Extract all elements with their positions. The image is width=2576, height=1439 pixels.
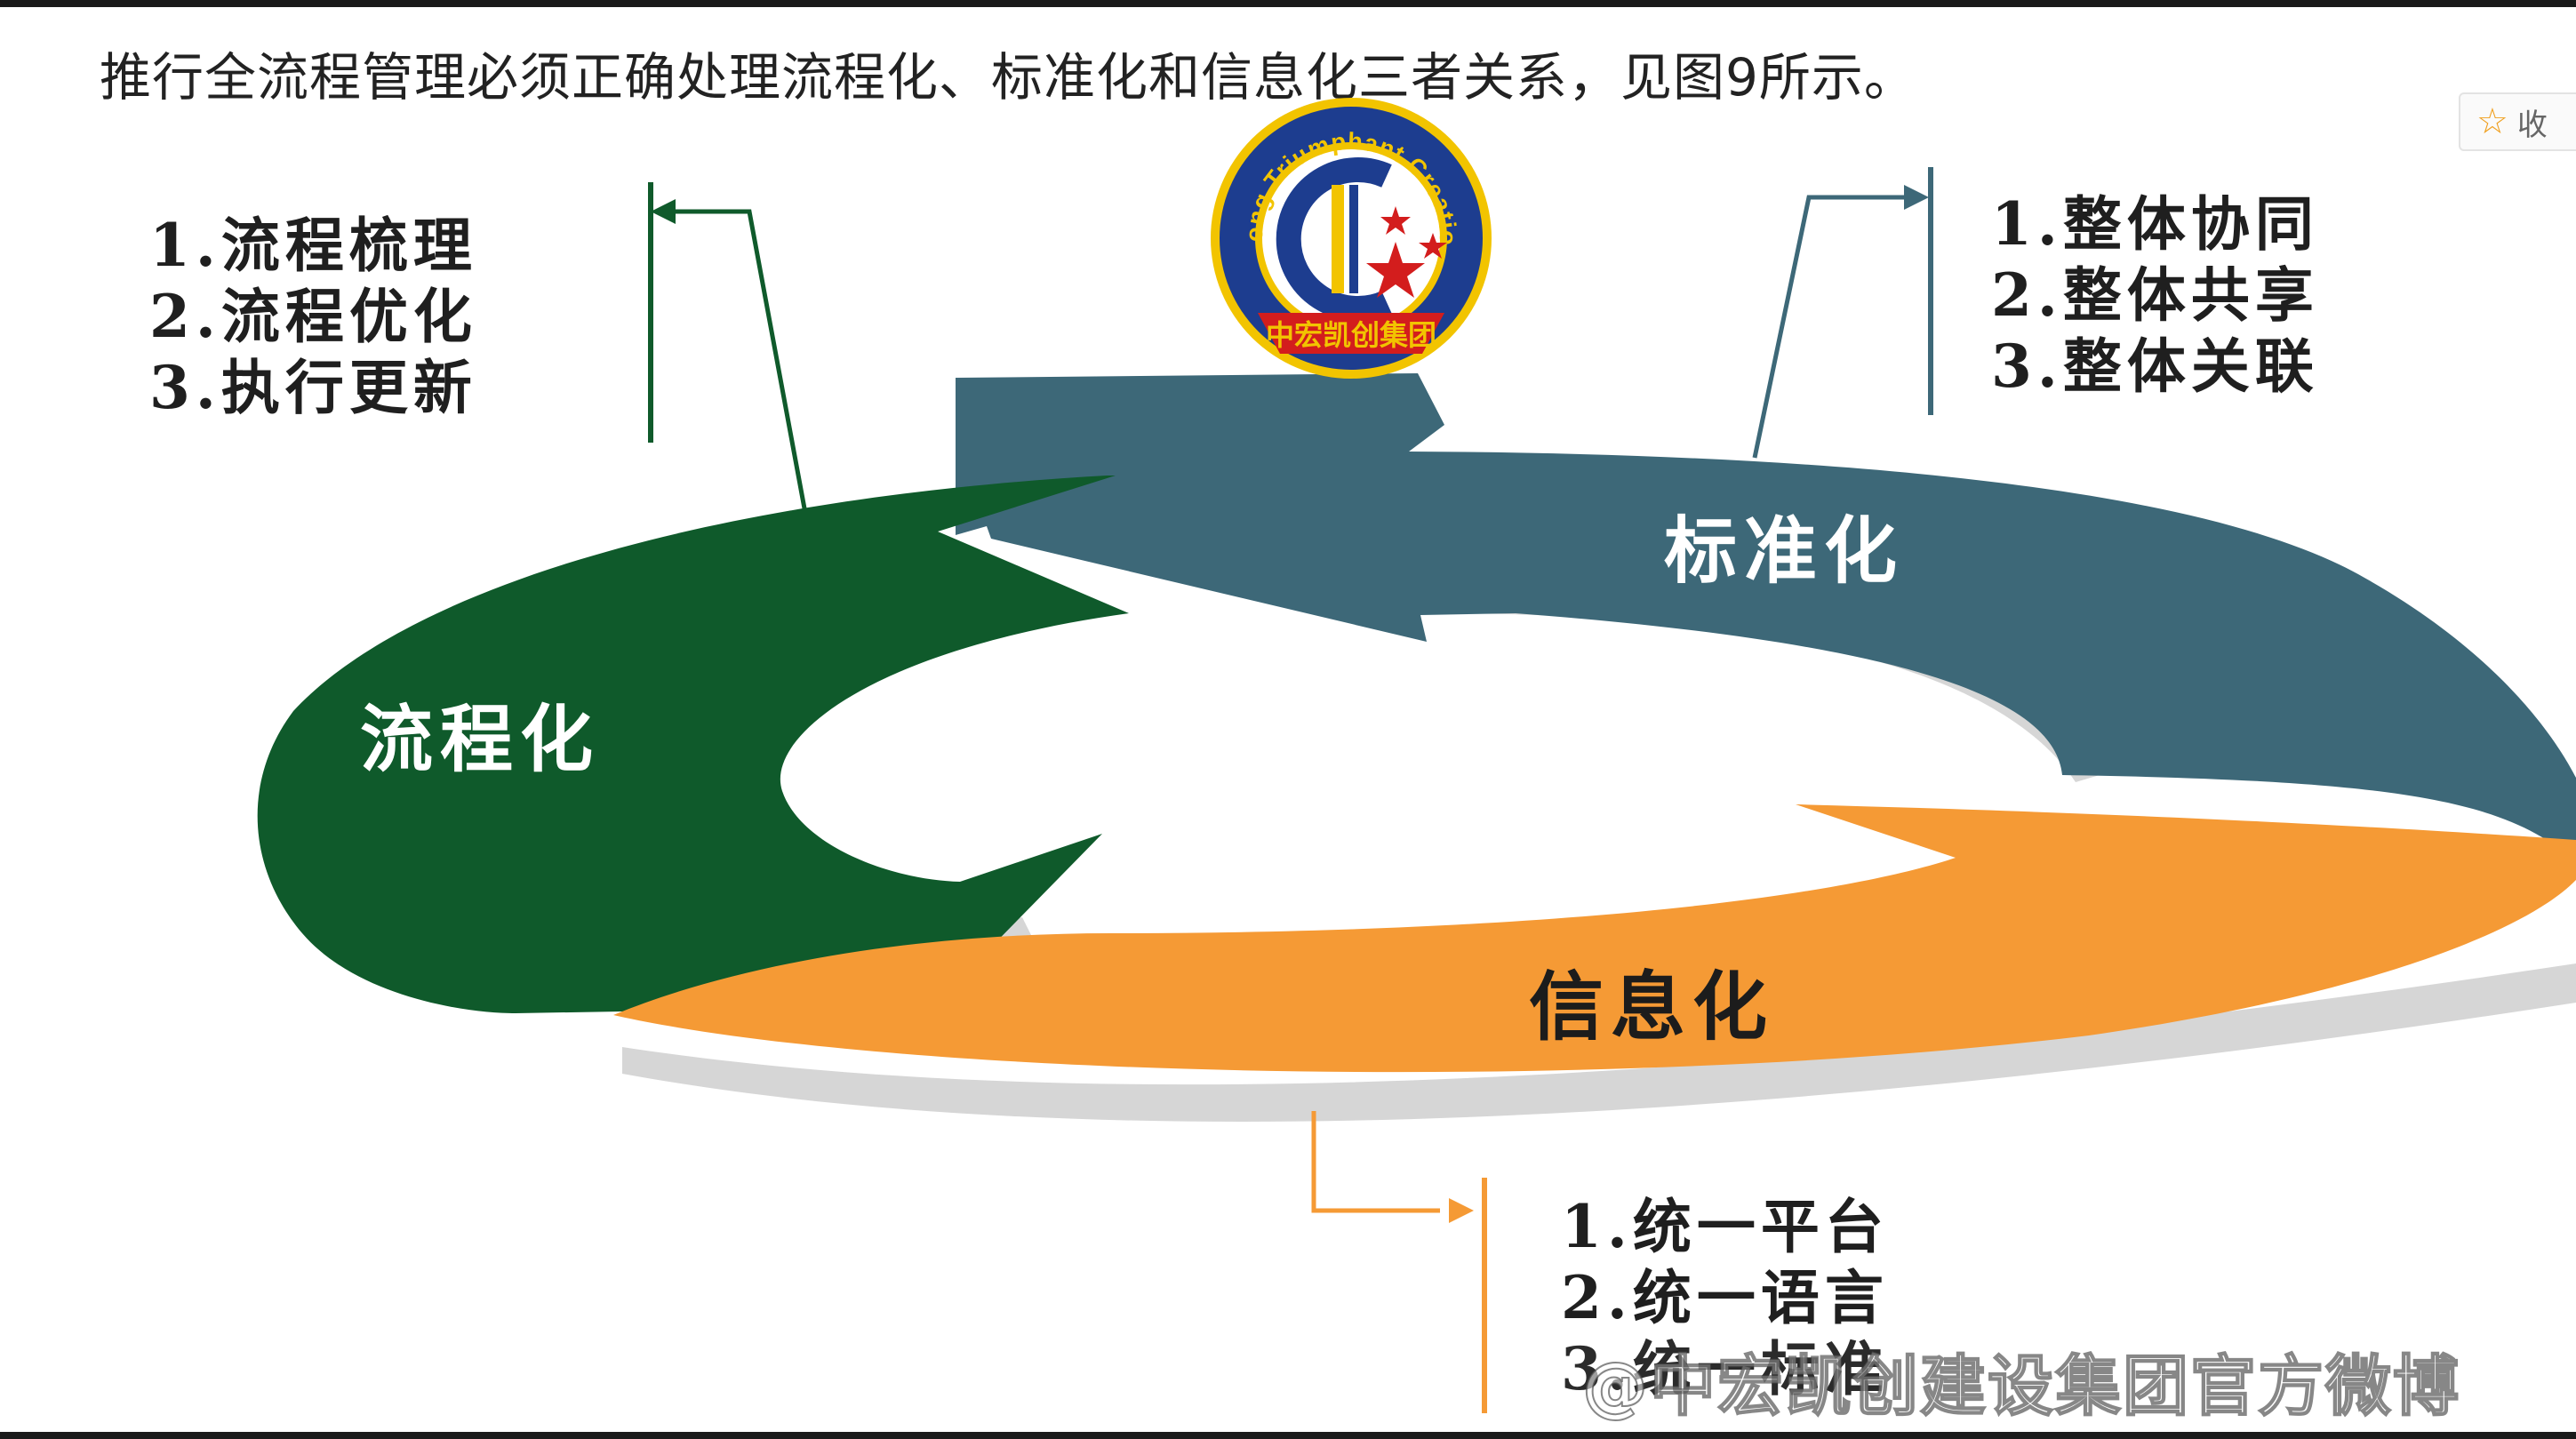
- flow-stage-label: 流程化: [360, 698, 600, 782]
- list-item: 2.统一语言: [1561, 1263, 1889, 1332]
- information-callout-connector: [1311, 1111, 1440, 1213]
- info-arrow-shadow: [622, 963, 2576, 1122]
- collect-button[interactable]: ☆ 收: [2459, 92, 2576, 151]
- list-item: 2.整体共享: [1991, 260, 2319, 330]
- standardization-callout-connector: [1752, 195, 1911, 459]
- list-item: 2.流程优化: [149, 282, 477, 351]
- collect-label: 收: [2516, 107, 2548, 143]
- star-icon: ☆: [2476, 101, 2508, 142]
- list-item: 1.流程梳理: [149, 211, 477, 280]
- logo-star-small-right: [1419, 233, 1447, 259]
- list-item: 1.整体协同: [1991, 189, 2319, 259]
- standardization-stage-label: 标准化: [1664, 509, 1904, 594]
- logo-star-small-top: [1380, 206, 1411, 235]
- flow-callout-connector: [662, 209, 807, 509]
- flow-callout-arrowhead: [651, 199, 676, 224]
- list-item: 1.统一平台: [1561, 1192, 1889, 1261]
- list-item: 3.执行更新: [149, 353, 477, 422]
- weibo-watermark: @中宏凯创建设集团官方微博: [1581, 1347, 2460, 1426]
- standardization-arrow: [956, 373, 2576, 862]
- bottom-edge-bar: [0, 1432, 2576, 1439]
- article-sentence: 推行全流程管理必须正确处理流程化、标准化和信息化三者关系，见图9所示。: [100, 47, 1916, 108]
- standardization-callout-arrowhead: [1904, 185, 1929, 210]
- standardization-item-list: 1.整体协同 2.整体共享 3.整体关联: [1991, 188, 2319, 402]
- logo-star-large: [1366, 242, 1425, 298]
- information-item-list: 1.统一平台 2.统一语言 3.统一标准: [1561, 1191, 1889, 1404]
- information-callout-arrowhead: [1449, 1198, 1474, 1223]
- information-stage-label: 信息化: [1529, 963, 1774, 1051]
- information-arrow: [613, 804, 2576, 1073]
- flow-arrow: [257, 476, 1129, 1013]
- logo-banner-text: 中宏凯创集团: [1266, 318, 1436, 352]
- top-edge-bar: [0, 0, 2576, 7]
- flow-item-list: 1.流程梳理 2.流程优化 3.执行更新: [149, 210, 477, 423]
- list-item: 3.整体关联: [1991, 332, 2319, 401]
- list-item: 3.统一标准: [1561, 1334, 1889, 1403]
